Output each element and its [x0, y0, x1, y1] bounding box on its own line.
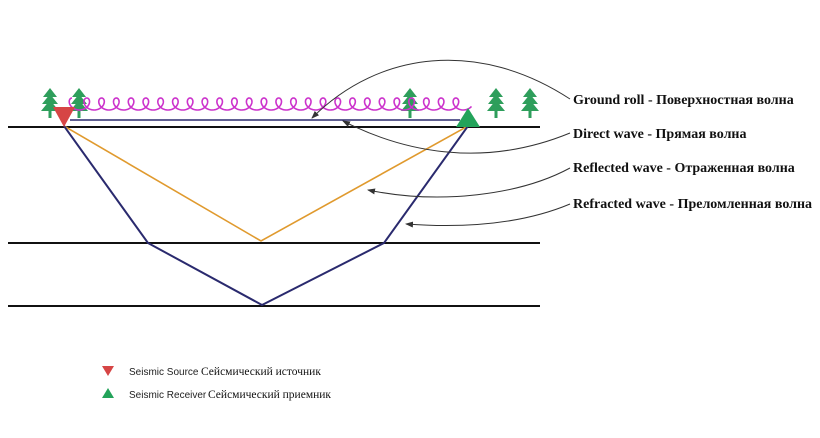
- ground-roll-label: Ground roll - Поверхностная волна: [573, 93, 794, 108]
- reflected-wave-arrow: [367, 167, 571, 198]
- ground-roll-arrow: [311, 59, 571, 119]
- legend-receiver-ru: Сейсмический приемник: [208, 389, 331, 401]
- tree-icon: [401, 88, 419, 118]
- legend-source-icon: [102, 366, 114, 376]
- trees: [41, 88, 539, 118]
- seismic-source-icon: [53, 107, 75, 127]
- reflected-wave-path: [63, 125, 469, 242]
- tree-icon: [487, 88, 505, 118]
- direct-wave-label: Direct wave - Прямая волна: [573, 127, 747, 142]
- refracted-wave-path: [63, 125, 469, 307]
- direct-wave-arrow: [342, 120, 571, 154]
- tree-icon: [41, 88, 59, 118]
- refracted-wave-arrow: [405, 203, 571, 228]
- legend-source-ru: Сейсмический источник: [201, 366, 321, 378]
- legend-receiver-en: Seismic Receiver: [129, 390, 207, 401]
- seismic-receiver-icon: [456, 108, 480, 127]
- refracted-wave-label: Refracted wave - Преломленная волна: [573, 197, 812, 212]
- ground-roll-wave: [68, 97, 473, 111]
- legend-receiver-icon: [102, 388, 114, 398]
- legend: Seismic Source Сейсмический источник Sei…: [102, 366, 331, 401]
- reflected-wave-label: Reflected wave - Отраженная волна: [573, 161, 795, 176]
- legend-source-en: Seismic Source: [129, 367, 199, 378]
- tree-icon: [70, 88, 88, 118]
- tree-icon: [521, 88, 539, 118]
